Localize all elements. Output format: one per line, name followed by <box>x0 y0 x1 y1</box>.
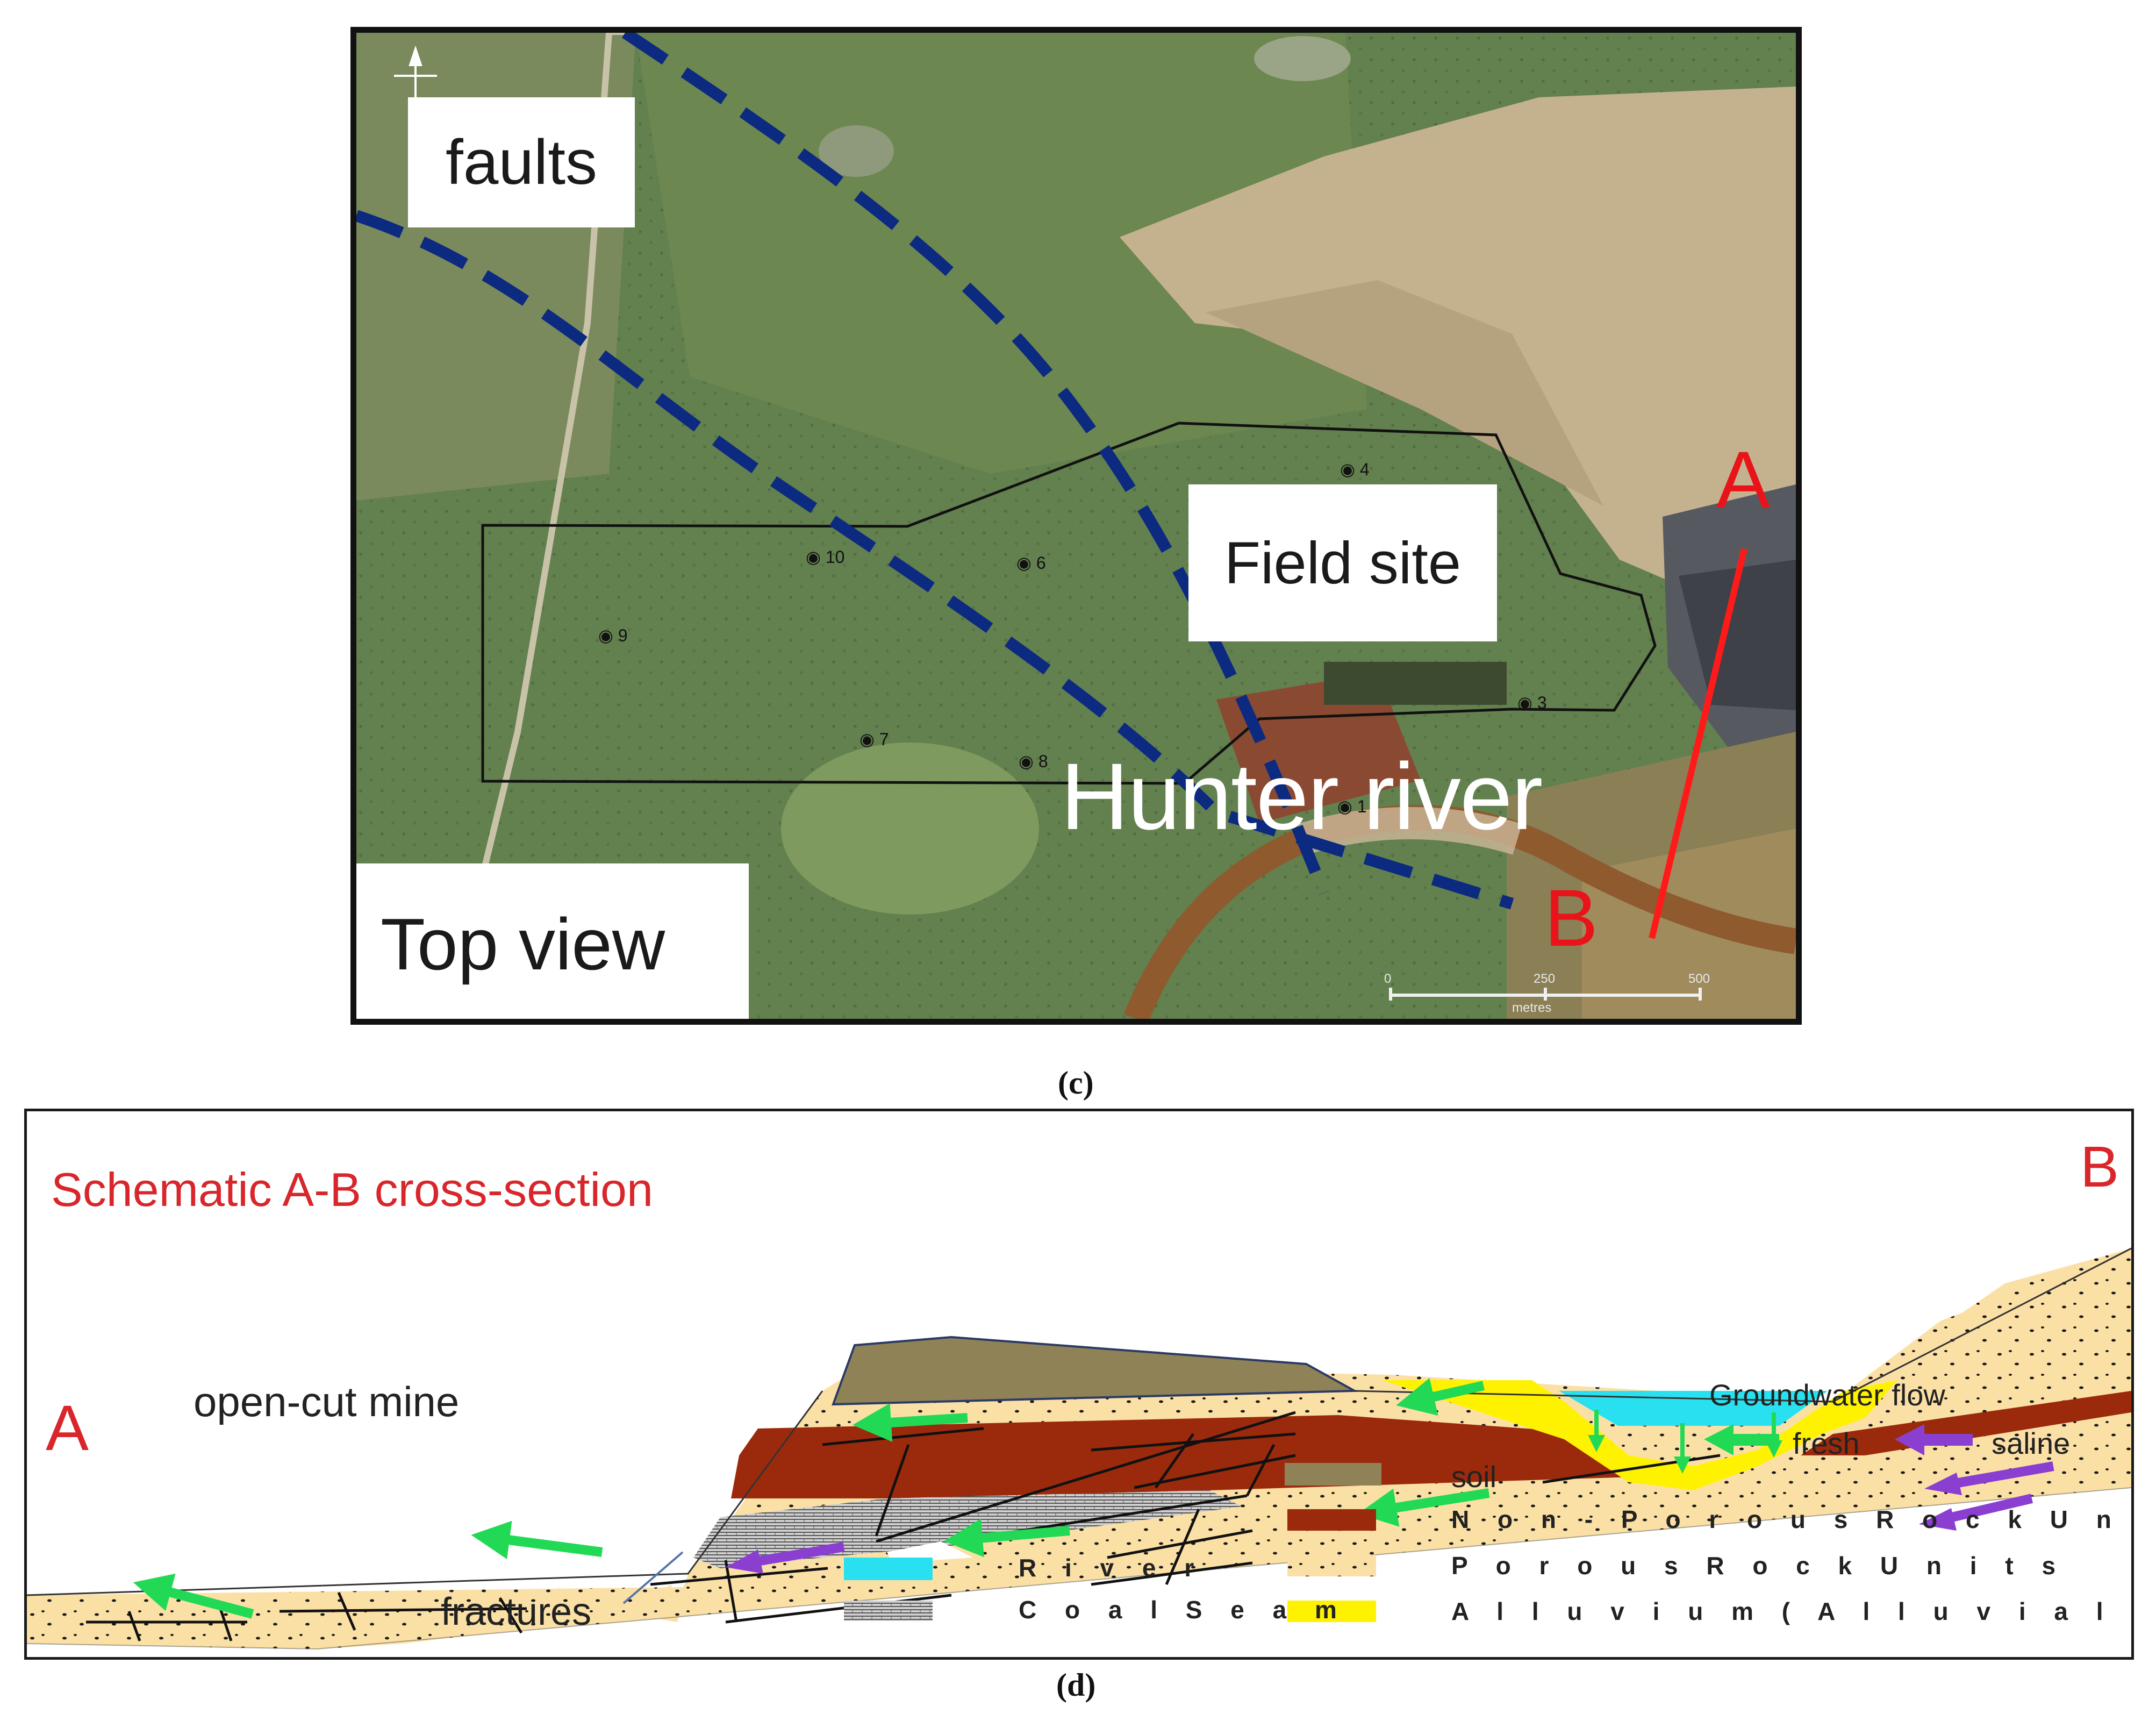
saline-arrow-legend <box>1895 1424 1973 1455</box>
legend-alluvium-label: A l l u v i u m ( A l l u v i a l A q u … <box>1451 1597 2131 1625</box>
fresh-arrow-legend <box>1704 1424 1779 1455</box>
cross-section-drawing <box>27 1247 2131 1650</box>
scale-label: 0 <box>1384 972 1392 986</box>
legend-non-porous-label: N o n - P o r o u s R o c k U n i t s <box>1451 1505 2131 1533</box>
well-marker: ◉ 8 <box>1019 752 1048 771</box>
scale-bar <box>1389 988 1702 1001</box>
scale-label: 250 <box>1534 972 1556 986</box>
well-marker: ◉ 3 <box>1517 693 1547 712</box>
saline-flow-arrows <box>746 1461 2054 1568</box>
legend-coal-label: C o a l S e a m <box>1019 1596 1348 1624</box>
caption-d: (d) <box>1056 1667 1096 1703</box>
point-b-label: B <box>2080 1134 2119 1199</box>
legend-non-porous-swatch <box>1287 1509 1376 1531</box>
cross-section-title: Schematic A-B cross-section <box>51 1163 653 1216</box>
point-a-label: A <box>46 1392 89 1464</box>
legend-alluvium-swatch <box>1287 1601 1376 1622</box>
point-b-label: B <box>1544 873 1599 963</box>
groundwater-flow-label: Groundwater flow <box>1709 1378 1945 1412</box>
scale-unit: metres <box>1512 1001 1552 1015</box>
scale-label: 500 <box>1688 972 1710 986</box>
well-marker: ◉ 10 <box>806 547 845 567</box>
well-marker: ◉ 7 <box>859 730 889 749</box>
hunter-river-label: Hunter river <box>1061 744 1543 849</box>
well-marker: ◉ 6 <box>1016 553 1046 573</box>
faults-label: faults <box>408 97 635 227</box>
legend-porous-swatch <box>1287 1555 1376 1576</box>
well-marker: ◉ 4 <box>1340 460 1370 479</box>
north-arrow <box>394 45 437 97</box>
well-marker: ◉ 1 <box>1337 797 1367 816</box>
legend-porous-label: P o r o u s R o c k U n i t s <box>1451 1552 2067 1580</box>
saline-label: saline <box>1992 1426 2071 1460</box>
fault-lines <box>356 33 1514 910</box>
open-cut-mine-label: open-cut mine <box>194 1378 460 1425</box>
point-a-label: A <box>1716 434 1771 525</box>
legend-coal-swatch <box>844 1601 933 1621</box>
field-site-label: Field site <box>1188 484 1497 641</box>
legend-river-swatch <box>844 1558 933 1580</box>
top-view-map: ◉ 1 ◉ 2 ◉ 3 ◉ 4 ◉ 6 ◉ 7 ◉ 8 ◉ 9 ◉ 10 0 2… <box>350 27 1802 1025</box>
fractures-label: fractures <box>441 1590 592 1633</box>
legend-river-label: R i v e r <box>1019 1554 1205 1582</box>
cross-section-diagram: Schematic A-B cross-section A B open-cut… <box>24 1109 2134 1660</box>
fresh-label: fresh <box>1793 1426 1860 1460</box>
legend-soil-swatch <box>1285 1463 1381 1486</box>
legend-soil-label: soil <box>1451 1460 1497 1494</box>
section-line-a-b <box>1649 548 1747 939</box>
aerial-map-background <box>356 33 1796 1019</box>
caption-c: (c) <box>1058 1065 1094 1101</box>
top-view-label: Top view <box>356 863 749 1019</box>
well-marker: ◉ 9 <box>598 626 628 645</box>
fresh-flow-arrows <box>133 1377 1490 1619</box>
